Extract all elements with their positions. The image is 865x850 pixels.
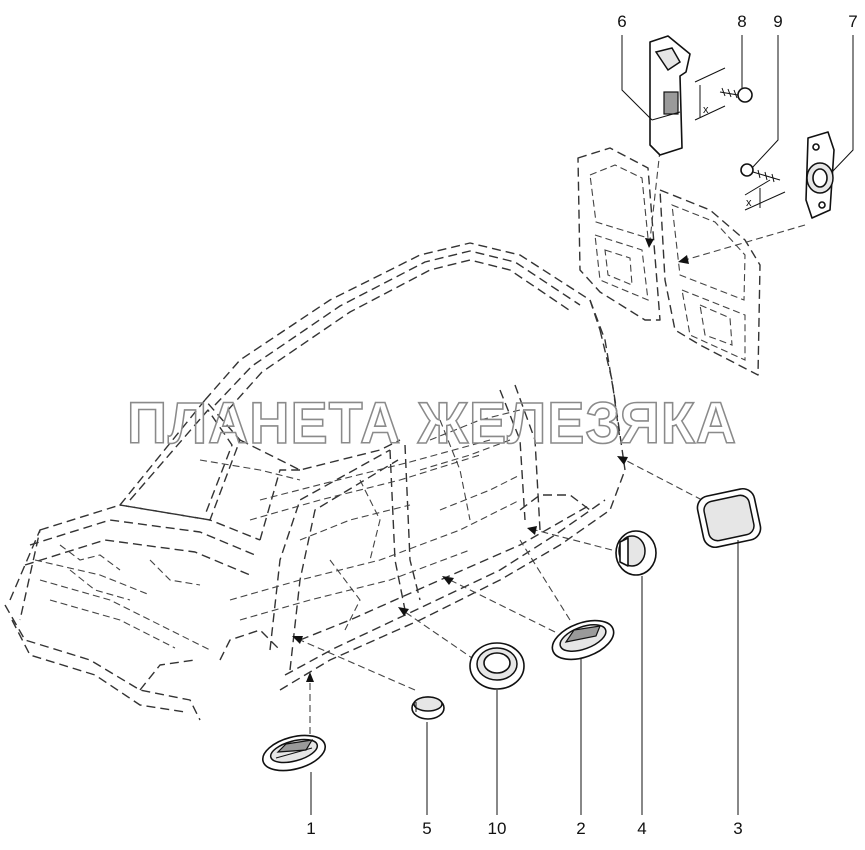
vehicle-body-outline [4, 242, 626, 721]
part-3-rect-plug [696, 487, 762, 549]
part-7-striker [805, 131, 835, 219]
callout-7: 7 [848, 12, 857, 31]
part-8-bolt [719, 87, 753, 103]
part-5-round-cap [411, 696, 445, 720]
callout-1: 1 [306, 819, 315, 838]
callout-5: 5 [422, 819, 431, 838]
part-6-bracket [649, 35, 691, 156]
dimension-mark-lower: x [744, 179, 786, 211]
callout-labels: 1 5 10 2 4 3 6 8 9 7 [306, 12, 857, 838]
callout-10: 10 [488, 819, 507, 838]
svg-text:x: x [703, 104, 709, 116]
part-10-grommet [469, 642, 525, 690]
callout-leaders [310, 35, 854, 815]
part-1-drain-plug [262, 734, 326, 772]
dimension-mark-upper: x [694, 67, 726, 121]
callout-2: 2 [576, 819, 585, 838]
watermark-text: ПЛАНЕТА ЖЕЛЕЗЯКА [127, 391, 737, 456]
part-2-oval-plug [551, 619, 615, 661]
callout-8: 8 [737, 12, 746, 31]
part-9-bolt [740, 163, 781, 183]
callout-3: 3 [733, 819, 742, 838]
callout-9: 9 [773, 12, 782, 31]
svg-text:x: x [746, 197, 752, 209]
callout-6: 6 [617, 12, 626, 31]
rear-door-right-outline [659, 189, 761, 376]
assembly-leaders [292, 149, 806, 745]
part-4-cup-plug [615, 530, 657, 576]
callout-4: 4 [637, 819, 646, 838]
rear-door-left-outline [577, 147, 661, 321]
